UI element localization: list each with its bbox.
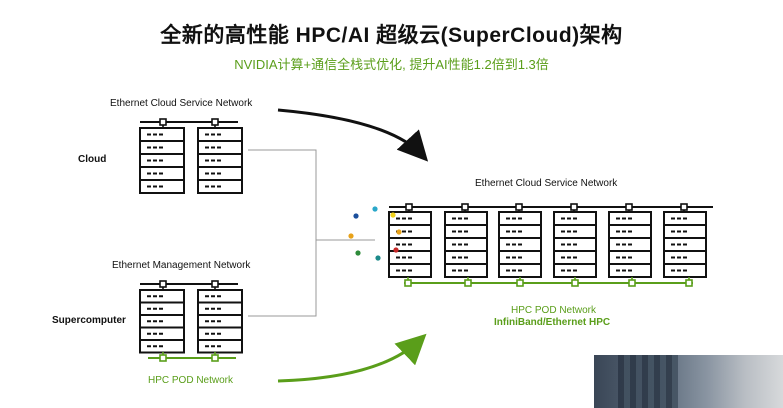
right-hpc-network-label: HPC POD Network (511, 305, 597, 316)
network-switch-icon (680, 203, 688, 211)
fabric-label: InfiniBand/Ethernet HPC (494, 317, 611, 328)
cloud-racks (139, 118, 243, 194)
network-switch-icon (159, 280, 167, 288)
network-switch-icon (159, 118, 167, 126)
curved-arrow-icon (277, 108, 429, 162)
network-switch-icon (570, 203, 578, 211)
network-switch-icon (211, 118, 219, 126)
network-switch-icon (159, 354, 167, 362)
server-rack-icon (444, 211, 488, 278)
server-rack-icon (139, 127, 185, 194)
curved-arrow-icon (277, 333, 427, 383)
network-switch-icon (628, 279, 636, 287)
network-switch-icon (571, 279, 579, 287)
data-dot (355, 250, 361, 256)
left-mgmt-network-label: Ethernet Management Network (112, 260, 251, 271)
network-switch-icon (464, 279, 472, 287)
server-rack-icon (498, 211, 542, 278)
network-switch-icon (625, 203, 633, 211)
network-switch-icon (516, 279, 524, 287)
network-switch-icon (211, 280, 219, 288)
server-rack-icon (139, 289, 185, 354)
network-switch-icon (405, 203, 413, 211)
connector-lines (248, 149, 375, 317)
network-switch-icon (404, 279, 412, 287)
cloud-label: Cloud (78, 154, 107, 165)
slide-subtitle: NVIDIA计算+通信全栈式优化, 提升AI性能1.2倍到1.3倍 (234, 57, 549, 72)
server-rack-icon (197, 127, 243, 194)
network-switch-icon (461, 203, 469, 211)
server-rack-icon (608, 211, 652, 278)
slide-title: 全新的高性能 HPC/AI 超级云(SuperCloud)架构 (160, 24, 623, 47)
server-rack-icon (388, 211, 432, 278)
data-dot (353, 213, 359, 219)
right-cloud-network-label: Ethernet Cloud Service Network (475, 178, 618, 189)
data-dot (348, 233, 354, 239)
data-dot (393, 247, 399, 253)
supercloud-racks (388, 203, 713, 287)
data-flow-dots (348, 206, 402, 261)
connector-bracket (248, 149, 317, 317)
server-rack-icon (553, 211, 597, 278)
network-switch-icon (685, 279, 693, 287)
data-dot (396, 229, 402, 235)
webcam-curtain (618, 355, 678, 408)
server-rack-icon (197, 289, 243, 354)
supercomputer-racks (139, 280, 243, 362)
data-dot (390, 212, 396, 218)
webcam-overlay (594, 355, 783, 408)
server-rack-icon (663, 211, 707, 278)
data-dot (375, 255, 381, 261)
supercomputer-label: Supercomputer (52, 315, 126, 326)
data-dot (372, 206, 378, 212)
left-hpc-network-label: HPC POD Network (148, 375, 234, 386)
left-cloud-network-label: Ethernet Cloud Service Network (110, 98, 253, 109)
network-switch-icon (515, 203, 523, 211)
network-switch-icon (211, 354, 219, 362)
